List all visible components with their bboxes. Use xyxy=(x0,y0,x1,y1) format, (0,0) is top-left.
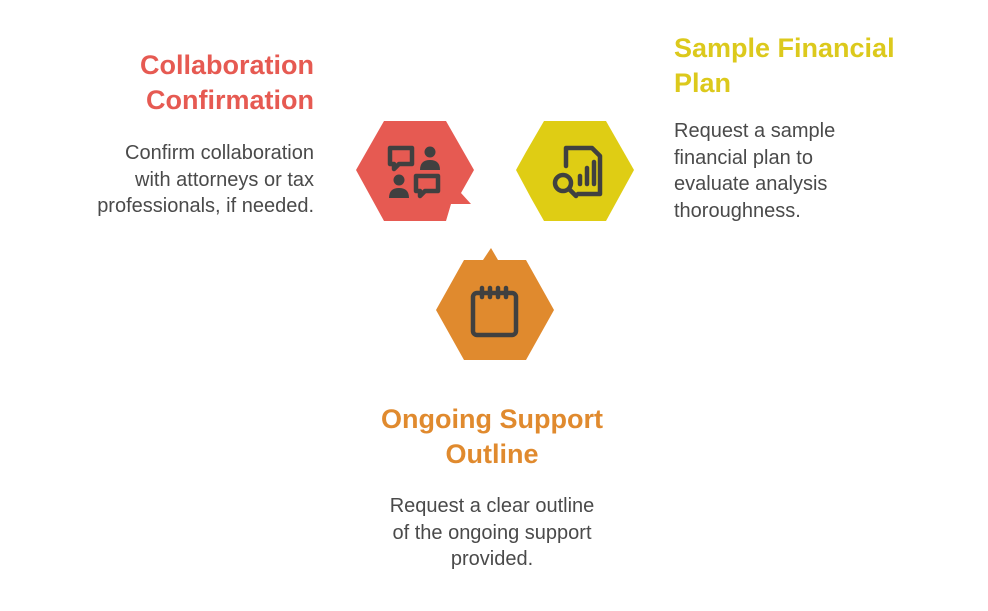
collaboration-title: Collaboration Confirmation xyxy=(70,48,314,118)
collaboration-hexagon xyxy=(356,121,474,221)
ongoing-support-description-line: Request a clear outline xyxy=(389,495,595,517)
calendar-icon xyxy=(470,285,519,338)
people-chat-icon xyxy=(387,145,441,199)
ongoing-support-hexagon-shape xyxy=(436,248,554,360)
collaboration-title-line: Collaboration xyxy=(140,50,314,80)
collaboration-description-line: professionals, if needed. xyxy=(97,195,314,217)
ongoing-support-description-line: of the ongoing support xyxy=(392,521,592,544)
ongoing-support-description: Request a clear outline of the ongoing s… xyxy=(342,493,642,573)
sample-plan-title-line: Sample Financial xyxy=(674,33,895,63)
ongoing-support-hexagon xyxy=(436,248,554,360)
collaboration-hexagon-shape xyxy=(356,121,474,221)
collaboration-description-line: Confirm collaboration xyxy=(125,142,314,164)
sample-plan-title: Sample Financial Plan xyxy=(674,31,974,101)
sample-plan-hexagon xyxy=(516,121,634,221)
ongoing-support-description-line: provided. xyxy=(450,548,534,570)
document-search-chart-icon xyxy=(552,145,603,199)
collaboration-description: Confirm collaboration with attorneys or … xyxy=(20,140,314,220)
sample-plan-description: Request a sample financial plan to evalu… xyxy=(674,118,964,224)
collaboration-title-line: Confirmation xyxy=(146,85,314,115)
ongoing-support-title-line: Ongoing Support xyxy=(381,404,603,434)
sample-plan-hexagon-shape xyxy=(516,121,634,221)
collaboration-description-line: with attorneys or tax xyxy=(135,168,314,191)
sample-plan-description-line: thoroughness. xyxy=(674,199,801,222)
sample-plan-title-line: Plan xyxy=(674,68,732,98)
ongoing-support-title-line: Outline xyxy=(445,439,539,469)
sample-plan-description-line: evaluate analysis xyxy=(674,173,828,195)
sample-plan-description-line: financial plan to xyxy=(674,146,813,169)
ongoing-support-title: Ongoing Support Outline xyxy=(342,402,642,472)
sample-plan-description-line: Request a sample xyxy=(674,120,836,142)
